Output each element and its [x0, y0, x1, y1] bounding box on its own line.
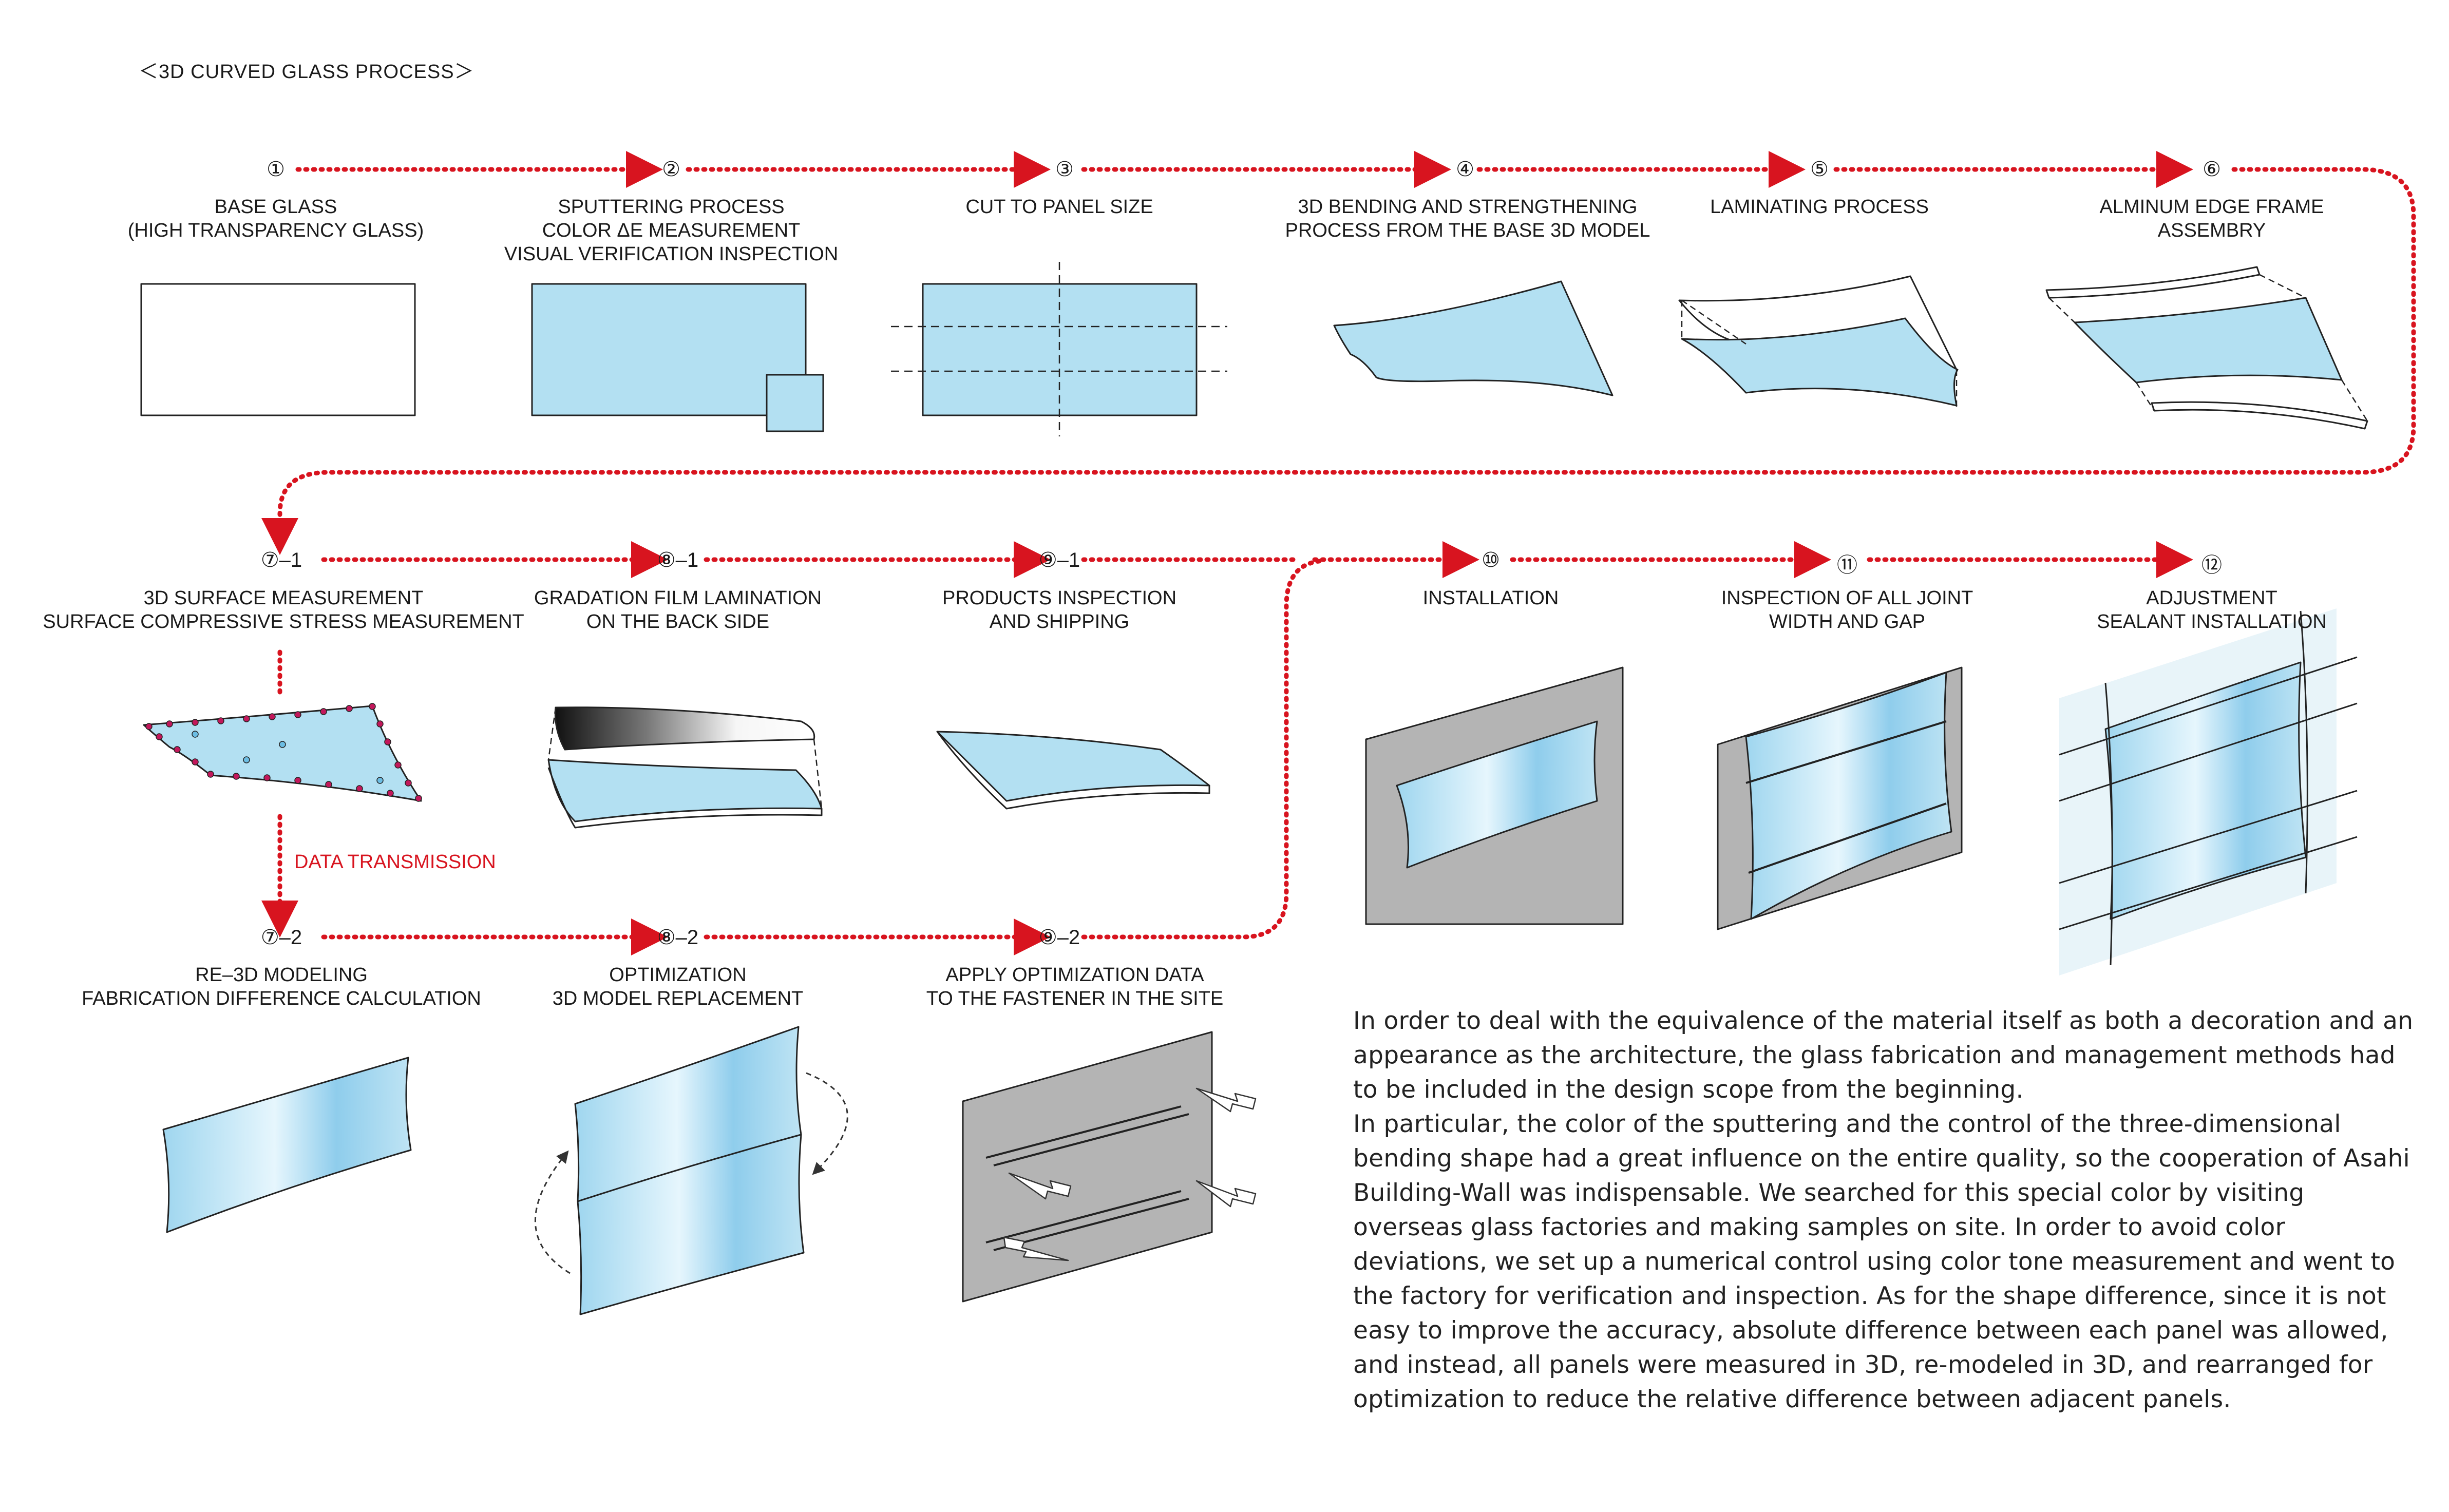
color-sample-swatch [766, 374, 824, 432]
step-2-number: ② [662, 158, 680, 181]
step-1-number: ① [267, 158, 285, 181]
gradation-film [554, 706, 815, 751]
sputtered-glass-panel [531, 283, 807, 416]
bent-glass-panel [1333, 280, 1613, 396]
description-paragraph-2: In particular, the color of the sputteri… [1353, 1110, 2410, 1413]
measured-glass-panel [143, 705, 422, 802]
laminate-glass-sheet [1681, 317, 1959, 407]
step-10-label: INSTALLATION [1422, 587, 1559, 609]
step-5-label: LAMINATING PROCESS [1710, 196, 1929, 218]
laminate-dashed-edges [1681, 299, 1958, 411]
optimized-panel-bottom [577, 1134, 805, 1315]
adjustment-arrows [1003, 1087, 1257, 1261]
step-5-number: ⑤ [1810, 158, 1829, 181]
step-7-1-number: ⑦–1 [260, 549, 302, 571]
page-title: ＜3D CURVED GLASS PROCESS＞ [139, 61, 474, 83]
step-11-number: ⑪ [1837, 554, 1857, 577]
step-6-number: ⑥ [2203, 158, 2221, 181]
step-3-number: ③ [1055, 158, 1074, 181]
edge-frame-top [2045, 266, 2261, 299]
step-8-2-number: ⑧–2 [657, 926, 699, 949]
flow-arrows [261, 151, 2416, 955]
base-glass-panel [140, 283, 416, 416]
step-8-1-number: ⑧–1 [657, 549, 699, 571]
inspection-panel [1745, 672, 1952, 920]
step-9-1-number: ⑨–1 [1038, 549, 1080, 571]
data-transmission-label: DATA TRANSMISSION [294, 851, 496, 873]
illustrations [140, 262, 2368, 1315]
step-7-2-number: ⑦–2 [260, 926, 302, 949]
step-4-number: ④ [1456, 158, 1474, 181]
edge-frame-bottom [2151, 401, 2368, 430]
gradation-glass-stack [547, 759, 823, 822]
remodeled-panel [162, 1057, 412, 1233]
cut-lines [891, 262, 1227, 436]
measurement-points [145, 703, 422, 802]
installed-panel [1396, 720, 1598, 869]
step-10-number: ⑩ [1482, 549, 1500, 571]
swap-arrows [535, 1072, 848, 1274]
description-paragraph-1: In order to deal with the equivalence of… [1353, 1007, 2414, 1104]
step-12-number: ⑫ [2201, 554, 2222, 577]
step-9-2-number: ⑨–2 [1038, 926, 1080, 949]
fastener-wall [962, 1031, 1213, 1303]
step-1-label: BASE GLASS(HIGH TRANSPARENCY GLASS) [127, 196, 424, 241]
step-3-label: CUT TO PANEL SIZE [965, 196, 1153, 218]
fastener-rails [985, 1105, 1189, 1251]
description-text: In order to deal with the equivalence of… [1353, 1004, 2416, 1417]
finished-glass-product [936, 731, 1210, 802]
framed-glass [2074, 297, 2343, 384]
